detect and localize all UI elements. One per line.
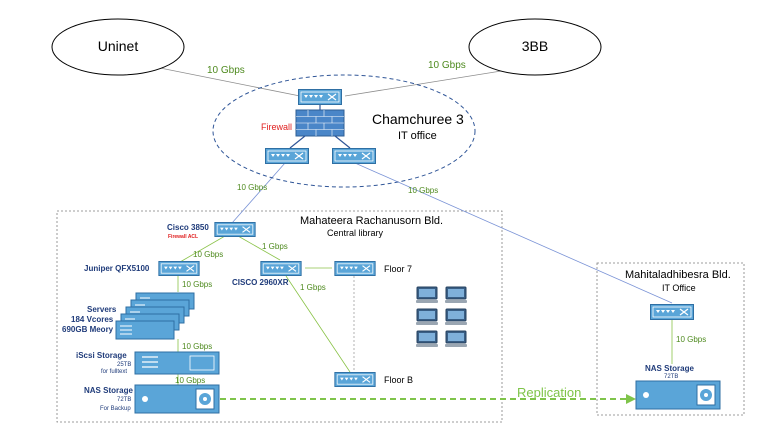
- floor7-switch-icon: [334, 261, 376, 276]
- cisco3850-sublabel: Firewall ACL: [168, 234, 198, 240]
- remote-switch-icon: [649, 304, 695, 320]
- pc-icon: [416, 308, 438, 326]
- 3bb-link-label: 10 Gbps: [428, 60, 466, 71]
- core-uplink-label: 10 Gbps: [237, 183, 267, 192]
- link-core-cisco3850: [231, 162, 286, 224]
- core-title: Chamchuree 3: [372, 111, 464, 127]
- main-building-title: Mahateera Rachanusorn Bld.: [300, 215, 443, 227]
- core-subtitle: IT office: [398, 130, 437, 142]
- server-stack-icon: [115, 292, 195, 340]
- servers-line2: 184 Vcores: [71, 315, 114, 324]
- uninet-link-label: 10 Gbps: [207, 65, 245, 76]
- link-cisco3850-juniper: [179, 235, 226, 263]
- remote-link-label: 10 Gbps: [676, 335, 706, 344]
- link-iscsi-nas-label: 10 Gbps: [175, 376, 205, 385]
- floor7-label: Floor 7: [384, 264, 412, 274]
- link-3bb-core: [344, 67, 521, 97]
- cisco2960-switch-icon: [260, 261, 302, 276]
- link-3850-2960-label: 1 Gbps: [262, 242, 288, 251]
- remote-nas-storage-icon: [635, 380, 721, 410]
- nas-line2: 72TB: [117, 397, 131, 403]
- pc-icon: [416, 286, 438, 304]
- pc-icon: [445, 286, 467, 304]
- cisco3850-switch-icon: [214, 222, 256, 237]
- floorb-switch-icon: [334, 372, 376, 387]
- link-cisco3850-cisco2960: [237, 235, 281, 261]
- servers-line3: 690GB Meory: [62, 325, 114, 334]
- core-ellipse: [212, 74, 476, 188]
- cisco2960-label: CISCO 2960XR: [232, 278, 289, 287]
- uninet-label: Uninet: [98, 38, 139, 54]
- cisco3850-label: Cisco 3850: [167, 223, 209, 232]
- nas-line1: NAS Storage: [84, 386, 133, 395]
- replication-label: Replication: [517, 385, 581, 400]
- link-3850-juniper-label: 10 Gbps: [193, 250, 223, 259]
- remote-building-title: Mahitaladhibesra Bld.: [625, 269, 731, 281]
- floorb-label: Floor B: [384, 375, 413, 385]
- iscsi-storage-icon: [134, 351, 220, 375]
- 3bb-label: 3BB: [522, 38, 548, 54]
- remote-nas-line1: NAS Storage: [645, 364, 694, 373]
- iscsi-line2: 25TB: [117, 362, 131, 368]
- pc-icon: [445, 330, 467, 348]
- link-servers-iscsi-label: 10 Gbps: [182, 342, 212, 351]
- nas-storage-icon: [134, 384, 220, 414]
- core-right-switch-icon: [331, 148, 377, 164]
- remote-nas-line2: 72TB: [664, 374, 678, 380]
- iscsi-line1: iScsi Storage: [76, 351, 127, 360]
- remote-building-subtitle: IT Office: [662, 283, 696, 293]
- link-juniper-servers-label: 10 Gbps: [182, 280, 212, 289]
- juniper-label: Juniper QFX5100: [84, 264, 150, 273]
- main-building-subtitle: Central library: [327, 228, 384, 238]
- firewall-label: Firewall: [261, 122, 292, 132]
- 3bb-cloud: [468, 18, 602, 76]
- link-core-remote: [354, 162, 673, 304]
- uninet-cloud: [51, 18, 185, 76]
- core-internal-links: [289, 105, 351, 149]
- nas-line3: For Backup: [100, 406, 131, 412]
- firewall-icon: [295, 109, 345, 137]
- link-2960-floorb-label: 1 Gbps: [300, 283, 326, 292]
- remote-building-box: [596, 262, 745, 416]
- core-remote-link-label: 10 Gbps: [408, 186, 438, 195]
- core-left-switch-icon: [264, 148, 310, 164]
- servers-line1: Servers: [87, 305, 117, 314]
- pc-icon: [416, 330, 438, 348]
- replication-arrow-head: [626, 394, 636, 404]
- iscsi-line3: for fulltext: [101, 369, 127, 375]
- juniper-switch-icon: [158, 261, 200, 276]
- core-top-switch-icon: [297, 89, 343, 105]
- pc-icon: [445, 308, 467, 326]
- link-cisco2960-floorb: [285, 275, 351, 373]
